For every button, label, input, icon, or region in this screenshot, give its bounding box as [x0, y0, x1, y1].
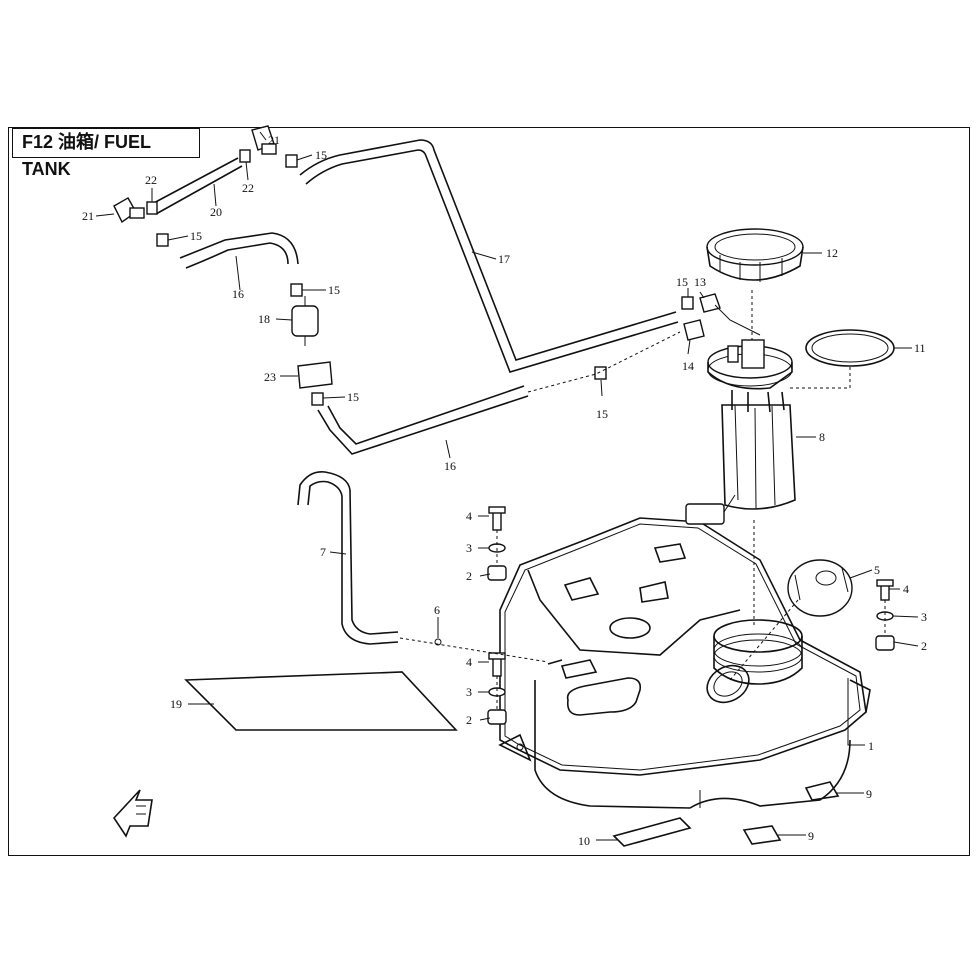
fuel-tank	[498, 517, 871, 809]
callout-11: 11	[914, 341, 926, 355]
callout-22b: 22	[242, 181, 254, 195]
callout-15e: 15	[676, 275, 688, 289]
gasket	[805, 329, 895, 367]
callout-2a: 2	[466, 569, 472, 583]
callout-9a: 9	[866, 787, 872, 801]
callout-13: 13	[694, 275, 706, 289]
fittings	[113, 125, 761, 646]
callout-1: 1	[868, 739, 874, 753]
callout-23: 23	[264, 370, 276, 384]
callout-4b: 4	[466, 655, 472, 669]
callout-7: 7	[320, 545, 326, 559]
fuel-cap	[787, 559, 853, 617]
callout-16a: 16	[232, 287, 244, 301]
callout-3b: 3	[466, 685, 472, 699]
callout-19: 19	[170, 697, 182, 711]
callout-3a: 3	[466, 541, 472, 555]
callout-21b: 21	[268, 133, 280, 147]
callout-17: 17	[498, 252, 510, 266]
diagram-frame	[8, 127, 970, 856]
callout-2b: 2	[466, 713, 472, 727]
callout-15d: 15	[347, 390, 359, 404]
callout-9b: 9	[808, 829, 814, 843]
callouts: 1 2 2 2 3 3 3 4 4 4 5 6 7 8 9 9 10 11 12…	[82, 133, 927, 848]
hoses	[149, 139, 679, 645]
callout-15c: 15	[328, 283, 340, 297]
callout-6: 6	[434, 603, 440, 617]
pads	[184, 671, 840, 847]
callout-8: 8	[819, 430, 825, 444]
fuel-pump-module	[685, 339, 796, 525]
callout-22a: 22	[145, 173, 157, 187]
diagram-title: F12 油箱/ FUEL TANK	[12, 128, 200, 179]
callout-12: 12	[826, 246, 838, 260]
callout-14: 14	[682, 359, 694, 373]
callout-15f: 15	[596, 407, 608, 421]
lock-ring	[706, 228, 804, 282]
callout-3c: 3	[921, 610, 927, 624]
mount-hardware	[487, 506, 895, 725]
front-arrow-icon	[112, 789, 153, 838]
callout-21a: 21	[82, 209, 94, 223]
callout-16b: 16	[444, 459, 456, 473]
callout-4a: 4	[466, 509, 472, 523]
callout-18: 18	[258, 312, 270, 326]
callout-5: 5	[874, 563, 880, 577]
callout-15b: 15	[190, 229, 202, 243]
callout-4c: 4	[903, 582, 909, 596]
callout-15a: 15	[315, 148, 327, 162]
assembly-lines	[399, 290, 886, 710]
callout-10: 10	[578, 834, 590, 848]
callout-20: 20	[210, 205, 222, 219]
leader-lines	[95, 131, 919, 841]
callout-2c: 2	[921, 639, 927, 653]
